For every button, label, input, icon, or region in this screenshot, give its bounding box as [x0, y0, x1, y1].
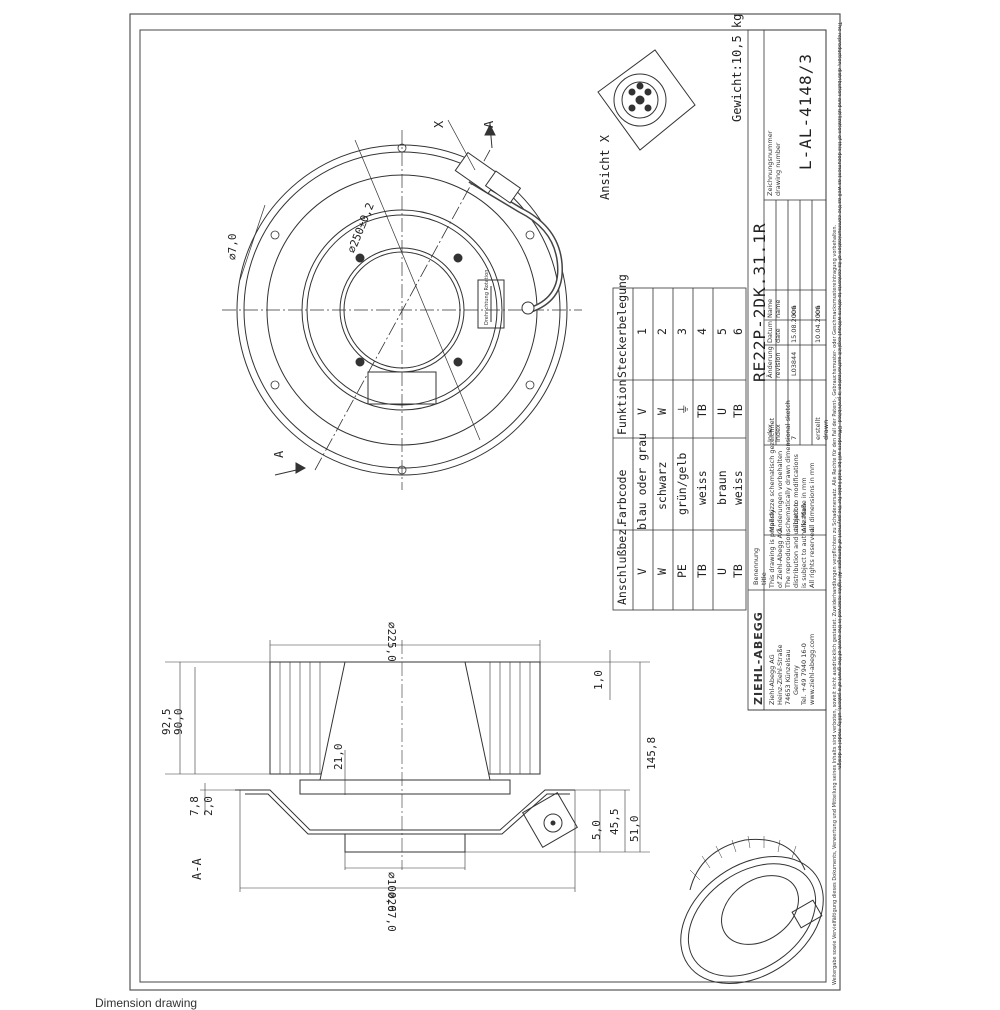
- row4-colour: weiss: [695, 470, 709, 505]
- benennung-label: Benennung title: [752, 547, 768, 585]
- rotation-sticker: Drehrichtung Rotation: [484, 269, 490, 325]
- row6-function: TB: [731, 404, 745, 418]
- rev-header-date: Datum date: [766, 321, 782, 343]
- rev-revision: L03844: [790, 351, 798, 376]
- row3-function: ⏚: [676, 403, 690, 416]
- row5-connection: U: [715, 568, 729, 575]
- view-x: [597, 49, 696, 151]
- drawing-number-label: Zeichnungsnummer drawing number: [766, 130, 782, 196]
- row2-function: W: [655, 408, 669, 415]
- row4-function: TB: [695, 404, 709, 418]
- dim-d225: ∅225,0: [385, 622, 398, 662]
- section-mark-x: X: [432, 120, 446, 128]
- notes-line-4: subject to modifications: [792, 454, 800, 532]
- row1-colour: blau oder grau: [635, 433, 649, 530]
- dim-h21: 21,0: [332, 743, 345, 771]
- drawing-number: L-AL-4148/3: [796, 53, 815, 170]
- dim-h90: 90,0: [172, 708, 185, 736]
- property-line-6: All rights reserved.: [808, 526, 816, 588]
- company-logo: ZIEHL-ABEGG: [752, 611, 765, 705]
- dim-h2: 2,0: [202, 796, 215, 816]
- row6-pin: 6: [731, 328, 745, 335]
- view-x-label: Ansicht X: [598, 134, 612, 200]
- row3-connection: PE: [675, 564, 689, 578]
- row6-colour: weiss: [731, 470, 745, 505]
- row5-colour: braun: [715, 470, 729, 505]
- notes-line-2: Änderungen vorbehalten: [776, 450, 784, 532]
- dim-hole-7: ∅7,0: [226, 233, 239, 261]
- row2-colour: schwarz: [655, 461, 669, 510]
- rev-header-index: Index index: [766, 424, 782, 442]
- rev-header-revision: Änderung revision: [766, 346, 782, 378]
- company-line-6: www.ziehl-abegg.com: [808, 633, 816, 705]
- dim-h7-8: 7,8: [188, 796, 201, 816]
- company-line-1: Ziehl-Abegg AG: [768, 654, 776, 705]
- notes-line-5: Alle Maße in mm: [800, 477, 808, 532]
- weight-label: Gewicht:10,5 kg: [730, 13, 744, 122]
- property-line-2: of Ziehl-Abegg AG.: [776, 526, 784, 588]
- row4-connection: TB: [695, 564, 709, 578]
- row3-pin: 3: [675, 328, 689, 335]
- row1-connection: V: [635, 568, 649, 575]
- dim-h1: 1,0: [592, 670, 605, 690]
- dim-h51: 51,0: [628, 815, 641, 843]
- table-header-function: Funktion: [615, 379, 629, 435]
- row1-function: V: [635, 408, 649, 415]
- section-label-a-a: A-A: [190, 858, 204, 880]
- created-name: Kra: [814, 305, 822, 316]
- outer-border: [129, 13, 841, 991]
- top-view: [222, 119, 582, 490]
- property-line-3: The reproduction,: [784, 530, 792, 588]
- rev-name: Kra: [790, 305, 798, 316]
- company-line-4: Germany: [792, 665, 800, 695]
- row2-pin: 2: [655, 328, 669, 335]
- table-header-colour: Farbcode: [615, 469, 629, 525]
- table-header-connection: Anschlußbez.: [615, 521, 629, 605]
- rev-index: 7: [790, 435, 798, 440]
- row6-connection: TB: [731, 564, 745, 578]
- row5-pin: 5: [715, 328, 729, 335]
- rev-header-name: Name name: [766, 298, 782, 318]
- dim-h45-5: 45,5: [608, 808, 621, 836]
- company-line-3: 74653 Künzelsau: [784, 649, 792, 705]
- row1-pin: 1: [635, 328, 649, 335]
- row5-function: U: [715, 408, 729, 415]
- connector-table-grid: [612, 287, 747, 611]
- notes-line-6: all dimensions in mm: [808, 462, 816, 532]
- table-title: Steckerbelegung: [615, 274, 629, 378]
- isometric-sketch: [680, 835, 824, 984]
- row2-connection: W: [655, 568, 669, 575]
- section-mark-a-bottom: A: [272, 450, 286, 458]
- dim-h145-8: 145,8: [645, 736, 658, 770]
- created-label: erstellt drawn: [814, 417, 830, 440]
- notes-line-3: schematically drawn dimensional sketch: [784, 400, 792, 532]
- caption: Dimension drawing: [95, 996, 198, 1010]
- dim-h5: 5,0: [590, 820, 603, 840]
- company-line-2: Heinz-Ziehl-Straße: [776, 644, 784, 705]
- row3-colour: grün/gelb: [675, 452, 689, 515]
- company-line-5: Tel. +49 7940 16-0: [800, 643, 808, 705]
- section-mark-a-top: A: [482, 120, 496, 128]
- row4-pin: 4: [695, 328, 709, 335]
- side-view: [165, 640, 650, 892]
- title-block-grid: [747, 29, 827, 711]
- dim-d267: ∅267,0: [385, 892, 398, 932]
- copyright-notice-de: Weitergabe sowie Vervielfältigung dieses…: [832, 224, 838, 985]
